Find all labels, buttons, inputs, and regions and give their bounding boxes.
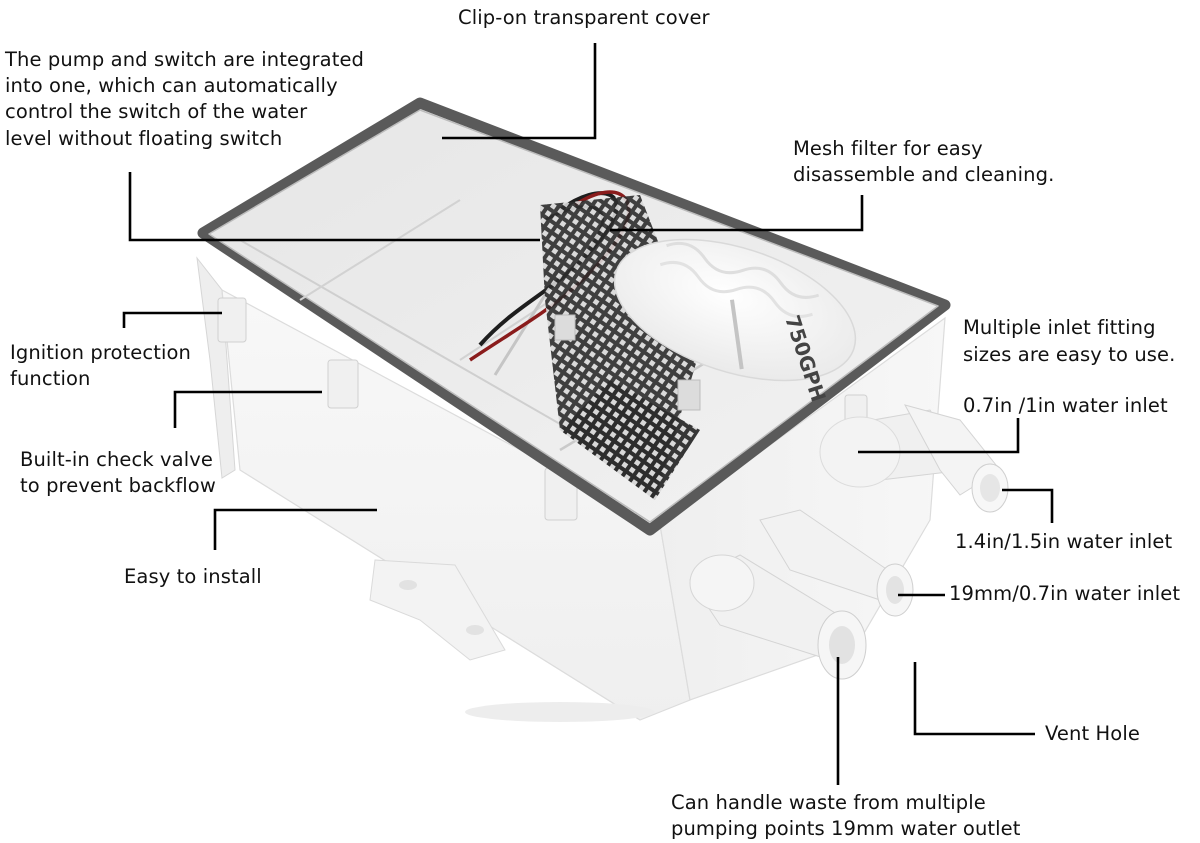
label-easy-install: Easy to install — [124, 565, 262, 588]
label-check-valve-line-2: to prevent backflow — [20, 474, 216, 497]
leader-check-valve — [173, 390, 322, 428]
label-multiple-inlet-line-2: sizes are easy to use. — [963, 343, 1176, 366]
label-vent-hole: Vent Hole — [1045, 722, 1140, 745]
label-pump-switch-line-1: The pump and switch are integrated — [5, 48, 365, 71]
label-waste-line-2: pumping points 19mm water outlet — [671, 817, 1021, 840]
label-check-valve-line-1: Built-in check valve — [20, 448, 213, 471]
leader-cover — [442, 43, 597, 140]
leader-vent-hole — [913, 662, 1035, 736]
label-multiple-inlet-line-1: Multiple inlet fitting — [963, 316, 1156, 339]
label-pump-switch-line-2: into one, which can automatically — [5, 74, 338, 97]
label-pump-switch-line-3: control the switch of the water — [5, 100, 308, 123]
label-pump-switch-line-4: level without floating switch — [5, 127, 283, 150]
outlet-fitting — [689, 554, 867, 680]
label-ignition-line-1: Ignition protection — [10, 341, 191, 364]
inlet-fitting-small — [759, 509, 914, 617]
cover-gasket — [197, 97, 951, 536]
leader-ignition — [122, 311, 222, 328]
label-mesh-filter-line-1: Mesh filter for easy — [793, 137, 983, 160]
leader-mesh-filter — [610, 195, 864, 232]
leader-pump-switch — [128, 172, 540, 242]
label-inlet-19mm: 19mm/0.7in water inlet — [949, 582, 1181, 605]
inlet-fitting-large — [819, 404, 1009, 513]
label-ignition-line-2: function — [10, 367, 91, 390]
leader-inlet-07-1 — [858, 418, 1020, 454]
label-clip-on-cover: Clip-on transparent cover — [458, 6, 710, 29]
label-inlet-07-1: 0.7in /1in water inlet — [963, 394, 1168, 417]
leader-easy-install — [213, 508, 377, 550]
label-inlet-14-15: 1.4in/1.5in water inlet — [955, 530, 1173, 553]
leader-inlet-14-15 — [1002, 488, 1054, 523]
label-waste-line-1: Can handle waste from multiple — [671, 791, 986, 814]
label-mesh-filter-line-2: disassemble and cleaning. — [793, 163, 1055, 186]
